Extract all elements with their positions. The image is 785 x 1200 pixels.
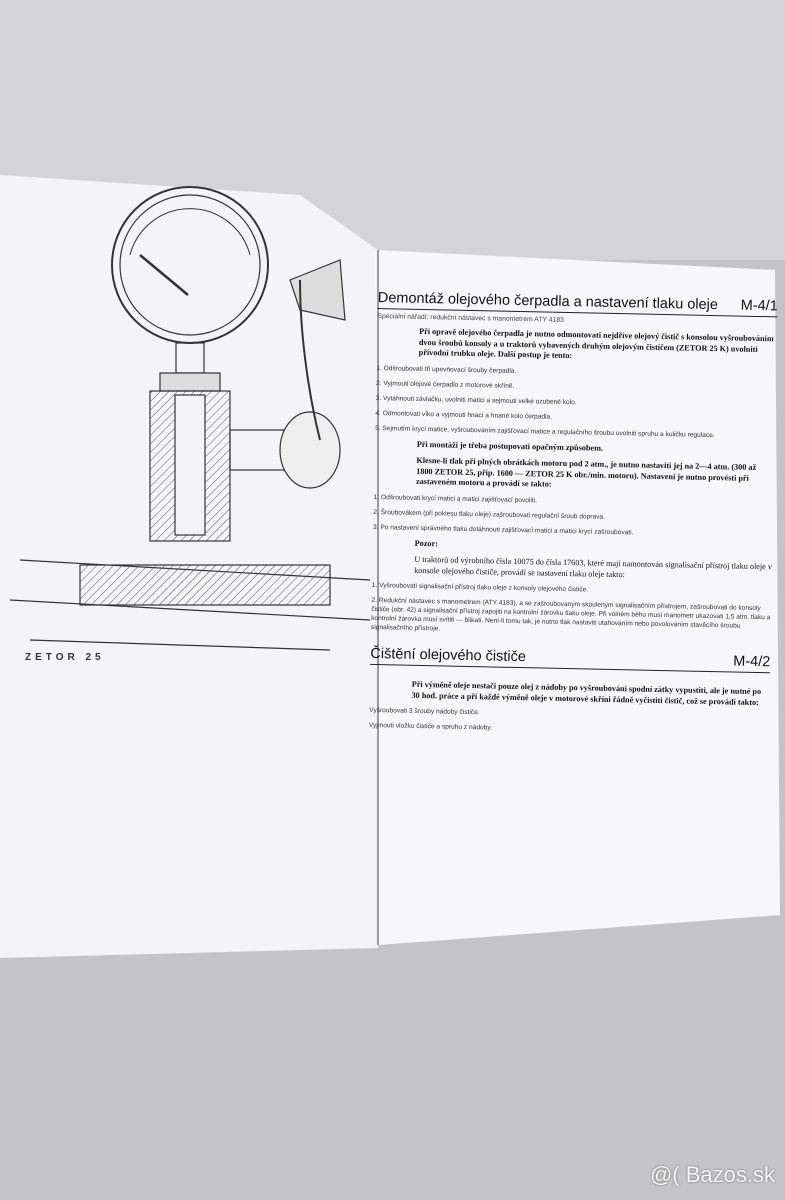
step: 2. Šroubovákem (při poklesu tlaku oleje)… <box>373 508 606 521</box>
step: 2. Vyjmouti olejové čerpadlo z motorové … <box>375 379 515 390</box>
section-heading: Čištění olejového čističe M-4/2 <box>370 645 771 674</box>
figure-caption: ZETOR 25 <box>25 652 105 663</box>
intro-paragraph: Při výměně oleje nestačí pouze olej z ná… <box>411 679 762 707</box>
section-code: M-4/2 <box>733 653 771 671</box>
step: 3. Vytáhnouti závlačku, uvolniti matici … <box>375 394 577 406</box>
technical-drawing <box>9 186 371 651</box>
pressure-paragraph: Klesne-li tlak při plných obrátkách moto… <box>415 455 757 489</box>
manual-page: Demontáž olejového čerpadla a nastavení … <box>369 290 778 744</box>
step: 1. Vyšroubovati signalisační přístroj tl… <box>371 581 589 594</box>
watermark: @( Bazos.sk <box>649 1162 775 1187</box>
warning-title: Pozor: <box>414 538 438 548</box>
section-code: M-4/1 <box>740 297 778 315</box>
step: Vyjmouti vložku čističe a spruhu z nádob… <box>368 721 493 732</box>
step: 1. Odšroubovati tři upevňovací šrouby če… <box>376 364 517 375</box>
step: 4. Odmontovati víko a vyjmouti hnací a h… <box>375 409 553 421</box>
step: 1. Odšroubovati krycí matici a matici za… <box>373 493 538 504</box>
step: 5. Sejmutím krycí matice, vyšroubováním … <box>375 424 715 439</box>
section-title: Čištění olejového čističe <box>370 645 527 666</box>
step: Vyšroubovati 3 šrouby nádoby čističe. <box>369 706 480 717</box>
intro-paragraph: Při opravě olejového čerpadla je nutno o… <box>418 326 774 361</box>
step: 2. Redukční nástavec s manometrem (ATY 4… <box>370 596 771 633</box>
assembly-note: Při montáži je třeba postupovati opačným… <box>416 439 604 453</box>
warning-text: U traktorů od výrobního čísla 10075 do č… <box>414 554 773 579</box>
right-page <box>375 250 780 945</box>
step: 3. Po nastavení správného tlaku dotáhnou… <box>372 523 634 536</box>
